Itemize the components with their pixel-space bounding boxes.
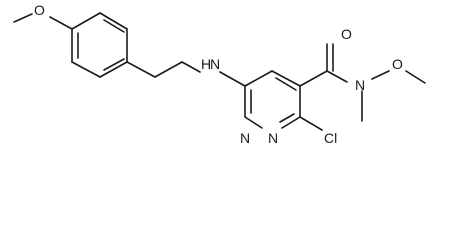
- bond: [271, 70, 301, 87]
- bond-inner: [279, 113, 295, 123]
- bond-ring-ch2: [126, 61, 156, 78]
- bond: [71, 61, 101, 78]
- atom-n-amine: N: [210, 56, 220, 72]
- atom-n-ring-2: N: [268, 130, 278, 146]
- pyridazine-ring: [244, 70, 301, 129]
- structure-drawing: O H N N N Cl O N O: [13, 2, 426, 146]
- bond: [99, 12, 128, 30]
- benzene-ring: [71, 12, 128, 78]
- bond-nh-ring: [219, 71, 246, 87]
- atom-h-amine: H: [201, 56, 211, 72]
- bond: [281, 116, 301, 129]
- molecule-structure: O H N N N Cl O N O: [13, 2, 426, 146]
- bond-inner: [103, 58, 125, 71]
- atom-o-carbonyl: O: [341, 26, 352, 42]
- bond: [244, 116, 263, 129]
- atom-o-amide: O: [392, 56, 403, 72]
- bond: [71, 12, 101, 30]
- bond-inner: [275, 77, 297, 91]
- atom-cl: Cl: [324, 130, 337, 146]
- bond-c-o: [49, 16, 73, 30]
- bond: [244, 70, 273, 87]
- bond-c-cl: [299, 116, 323, 131]
- bond-ch2-c: [154, 61, 183, 78]
- atom-n-ring-1: N: [240, 130, 250, 146]
- atom-o-methoxy: O: [34, 2, 45, 18]
- bond-c-nh: [181, 61, 201, 73]
- bond-o-ch3: [405, 70, 426, 84]
- bond-inner: [103, 19, 125, 33]
- atom-n-amide: N: [355, 77, 365, 93]
- bond: [99, 61, 128, 78]
- bond-c-n: [326, 70, 348, 83]
- bond-o-ch3: [13, 13, 33, 23]
- bond-ring-carbonyl: [299, 70, 328, 87]
- bond-n-o: [371, 70, 390, 80]
